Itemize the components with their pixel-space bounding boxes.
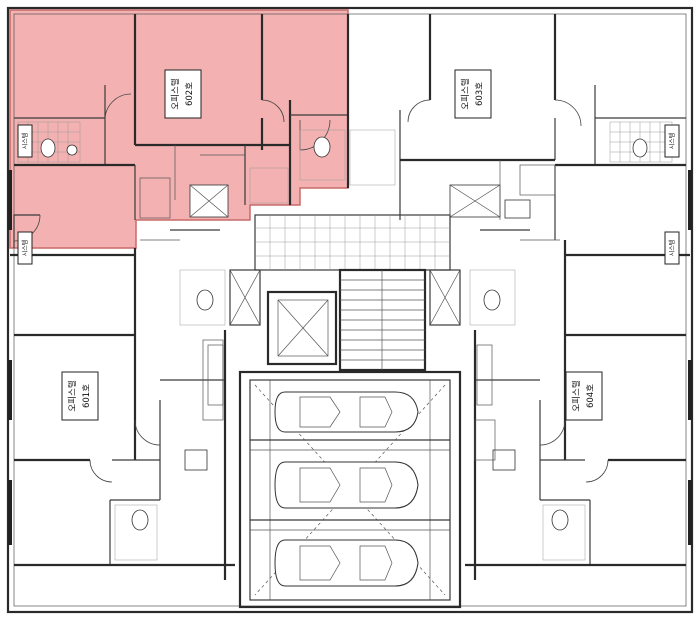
unit-602-highlight bbox=[9, 9, 349, 249]
side-label-2: 시스템 bbox=[664, 124, 680, 158]
unit-label-601: 오피스텔 601호 bbox=[61, 371, 99, 421]
building-outline bbox=[6, 6, 694, 614]
svg-text:오피스텔: 오피스텔 bbox=[460, 78, 471, 109]
svg-text:오피스텔: 오피스텔 bbox=[170, 78, 181, 109]
unit-label-603: 오피스텔 603호 bbox=[454, 69, 492, 119]
car-1 bbox=[274, 391, 419, 433]
svg-text:오피스텔: 오피스텔 bbox=[571, 380, 582, 411]
svg-text:602호: 602호 bbox=[185, 82, 195, 106]
svg-text:시스템: 시스템 bbox=[669, 133, 676, 150]
lobby-hall bbox=[254, 214, 451, 271]
top-units-walls bbox=[13, 14, 686, 248]
side-label-1: 시스템 bbox=[17, 124, 33, 158]
unit-label-604: 오피스텔 604호 bbox=[565, 371, 603, 421]
car-3 bbox=[274, 539, 419, 587]
svg-text:시스템: 시스템 bbox=[669, 240, 676, 257]
parking-area bbox=[202, 339, 496, 609]
svg-text:601호: 601호 bbox=[82, 384, 92, 408]
elevator-shaft bbox=[266, 290, 338, 366]
svg-text:603호: 603호 bbox=[475, 82, 485, 106]
side-label-3: 시스템 bbox=[17, 231, 33, 265]
svg-text:시스템: 시스템 bbox=[22, 240, 29, 257]
car-2 bbox=[274, 461, 419, 509]
bottom-units-walls bbox=[8, 170, 692, 580]
svg-text:시스템: 시스템 bbox=[22, 133, 29, 150]
svg-text:604호: 604호 bbox=[586, 384, 596, 408]
unit-label-602: 오피스텔 602호 bbox=[164, 69, 202, 119]
side-label-4: 시스템 bbox=[664, 231, 680, 265]
svg-text:오피스텔: 오피스텔 bbox=[67, 380, 78, 411]
